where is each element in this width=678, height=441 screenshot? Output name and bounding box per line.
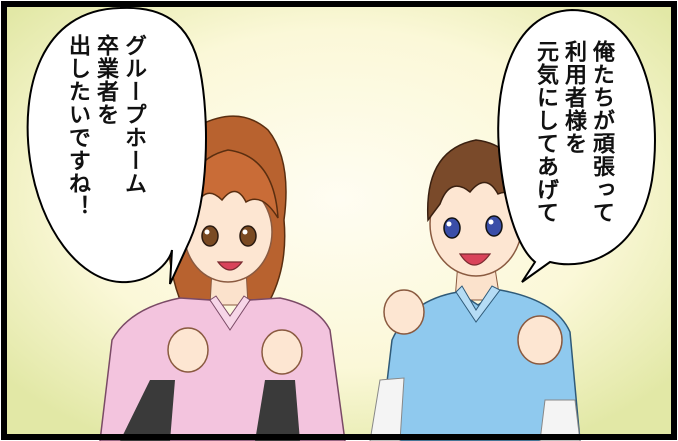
speech-right-line-2: 利用者様を — [561, 40, 586, 155]
speech-right-line-3: 元気にしてあげて — [533, 40, 558, 224]
man-character — [369, 139, 581, 441]
speech-left-line-3: 出したいですね！ — [65, 34, 90, 218]
speech-left-line-1: グループホーム — [121, 34, 146, 195]
speech-text-left: グループホーム 卒業者を 出したいですね！ — [65, 34, 146, 218]
speech-bubble-right — [497, 8, 656, 283]
speech-bubble-left — [26, 6, 207, 285]
speech-left-line-2: 卒業者を — [93, 34, 118, 126]
speech-text-right: 俺たちが頑張って 利用者様を 元気にしてあげて — [533, 40, 614, 224]
woman-character — [99, 115, 346, 441]
speech-right-line-1: 俺たちが頑張って — [589, 40, 614, 224]
